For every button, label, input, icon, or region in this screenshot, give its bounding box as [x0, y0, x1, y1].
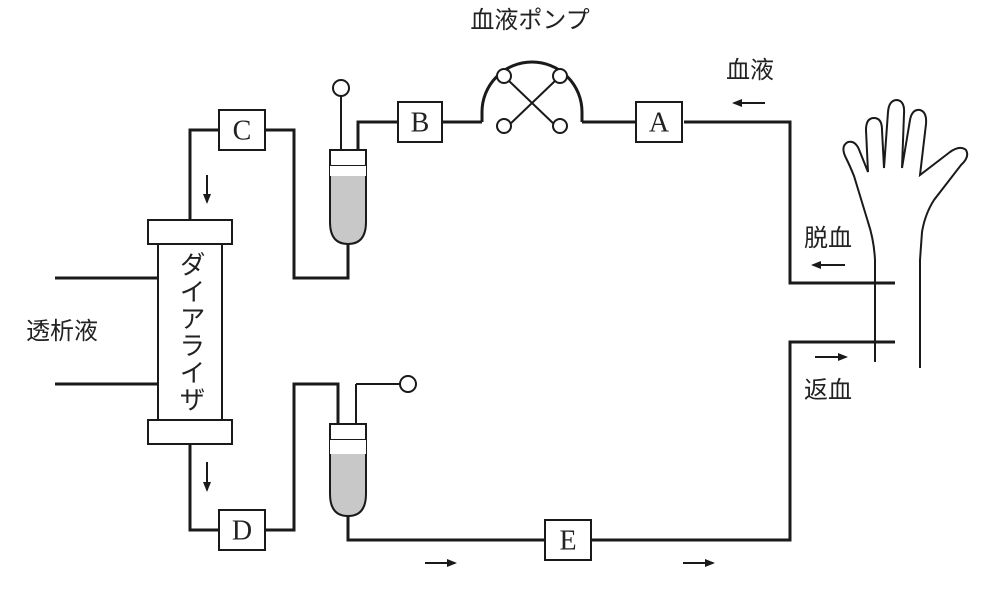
- box-a: A: [635, 101, 683, 143]
- drip-chamber-lower-icon: [329, 375, 417, 518]
- return-label: 返血: [804, 376, 852, 404]
- box-a-label: A: [649, 108, 670, 139]
- box-b-label: B: [411, 108, 430, 139]
- pump-label: 血液ポンプ: [470, 6, 589, 34]
- line-chamber-to-e: [346, 515, 545, 542]
- blood-circuit-lines: [55, 120, 895, 542]
- line-chamber-to-c: [265, 128, 350, 280]
- return-line: [591, 340, 895, 542]
- box-d: D: [218, 509, 266, 551]
- line-b-to-chamber: [356, 120, 398, 150]
- outflow-line: [684, 120, 895, 285]
- box-c-label: C: [233, 116, 252, 147]
- blood-label: 血液: [726, 56, 774, 84]
- dialyzer: [147, 219, 233, 445]
- roller-pump-icon: [480, 60, 584, 134]
- dialyzer-label: ダイアライザ: [175, 251, 205, 413]
- box-c: C: [218, 109, 266, 151]
- line-c-to-dialyzer: [188, 128, 219, 220]
- box-e-label: E: [559, 526, 576, 557]
- line-dialyzer-to-d: [188, 445, 219, 532]
- flow-arrows: [203, 99, 848, 567]
- drip-chamber-upper-icon: [329, 79, 367, 246]
- dialysate-label: 透析液: [26, 317, 98, 345]
- box-e: E: [544, 519, 592, 561]
- box-b: B: [397, 101, 443, 143]
- outflow-label: 脱血: [804, 224, 852, 252]
- box-d-label: D: [232, 516, 252, 547]
- hand-icon: [842, 98, 969, 368]
- line-d-to-chamber: [265, 382, 340, 532]
